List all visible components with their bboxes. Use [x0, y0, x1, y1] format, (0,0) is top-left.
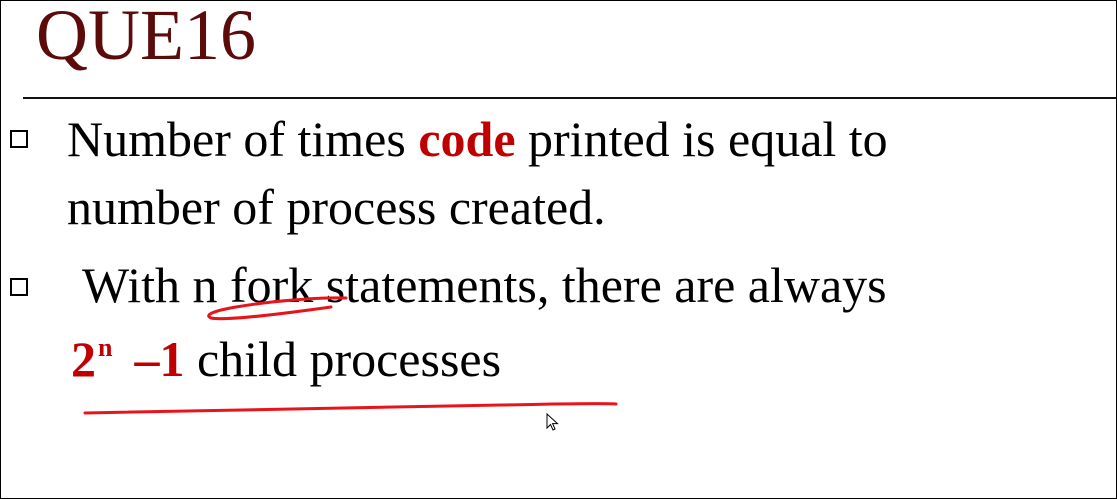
bullet-2-line-1: With n fork statements, there are always — [82, 257, 887, 313]
bullet-square-icon — [10, 130, 28, 148]
bullet-2-formula-line: 2n–1 child processes — [71, 334, 501, 384]
slide-title: QUE16 — [36, 0, 256, 75]
formula-underline-ink — [83, 402, 618, 415]
bullet-1-line-2: number of process created. — [67, 179, 606, 235]
bullet-1-text-pre: Number of times — [67, 111, 419, 167]
bullet-1-line-1: Number of times code printed is equal to — [67, 114, 888, 164]
mouse-pointer-icon — [546, 413, 559, 431]
formula-minus: – — [134, 331, 160, 387]
formula-base: 2 — [71, 331, 96, 387]
title-divider — [23, 97, 1116, 99]
formula-one: 1 — [159, 331, 185, 387]
bullet-square-icon — [10, 278, 28, 296]
bullet-1-text-post: printed is equal to — [515, 111, 888, 167]
fork-underline-ink — [207, 296, 348, 321]
formula-exponent: n — [98, 333, 113, 362]
formula-text: child processes — [184, 331, 502, 387]
bullet-1-emphasis: code — [418, 111, 516, 167]
